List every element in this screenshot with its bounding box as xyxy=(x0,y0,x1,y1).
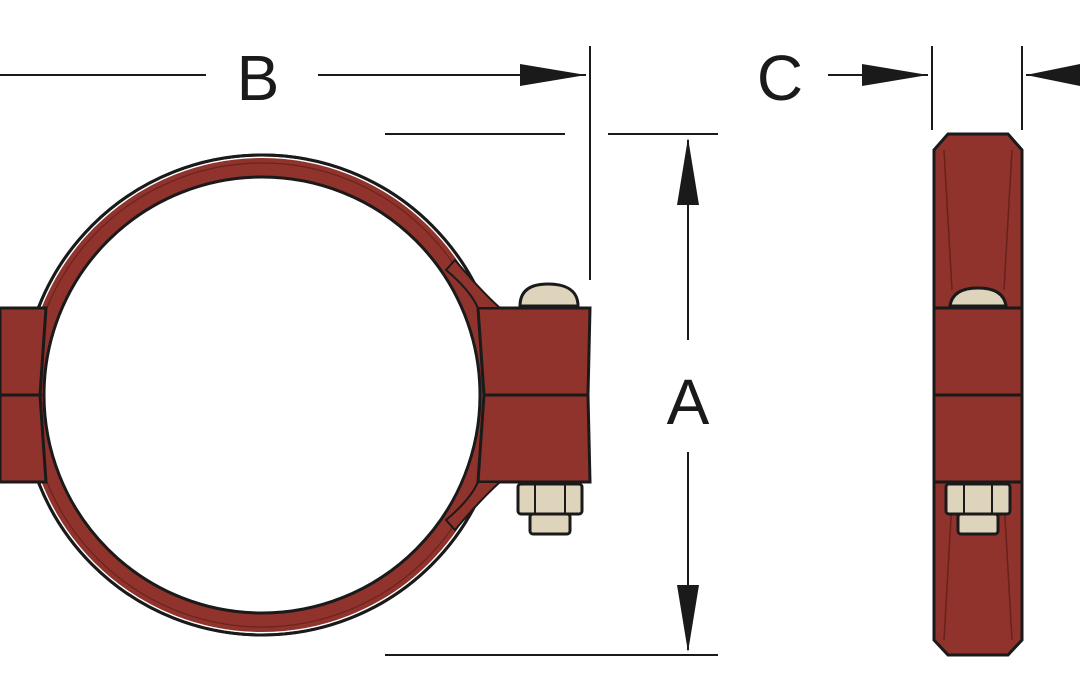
arrowhead-icon xyxy=(520,64,586,86)
front-view xyxy=(0,153,592,637)
left-bolt-pad xyxy=(0,306,48,484)
dimension-a-label: A xyxy=(667,366,710,438)
pipe-opening xyxy=(42,175,482,615)
side-view xyxy=(932,132,1024,657)
dimension-b-label: B xyxy=(237,42,280,114)
side-nut-icon xyxy=(944,482,1012,536)
arrowhead-icon xyxy=(677,585,699,652)
dimension-c-label: C xyxy=(757,42,803,114)
dimension-b: B xyxy=(0,42,591,280)
arrowhead-icon xyxy=(677,138,699,205)
arrowhead-icon xyxy=(1026,64,1080,86)
right-bolt-pad xyxy=(444,258,592,532)
side-bolt-head-icon xyxy=(948,286,1008,308)
bolt-head-icon xyxy=(518,282,580,308)
dimension-a: A xyxy=(385,133,718,656)
dimension-c: C xyxy=(757,42,1080,130)
nut-icon xyxy=(516,482,584,536)
arrowhead-icon xyxy=(862,64,928,86)
